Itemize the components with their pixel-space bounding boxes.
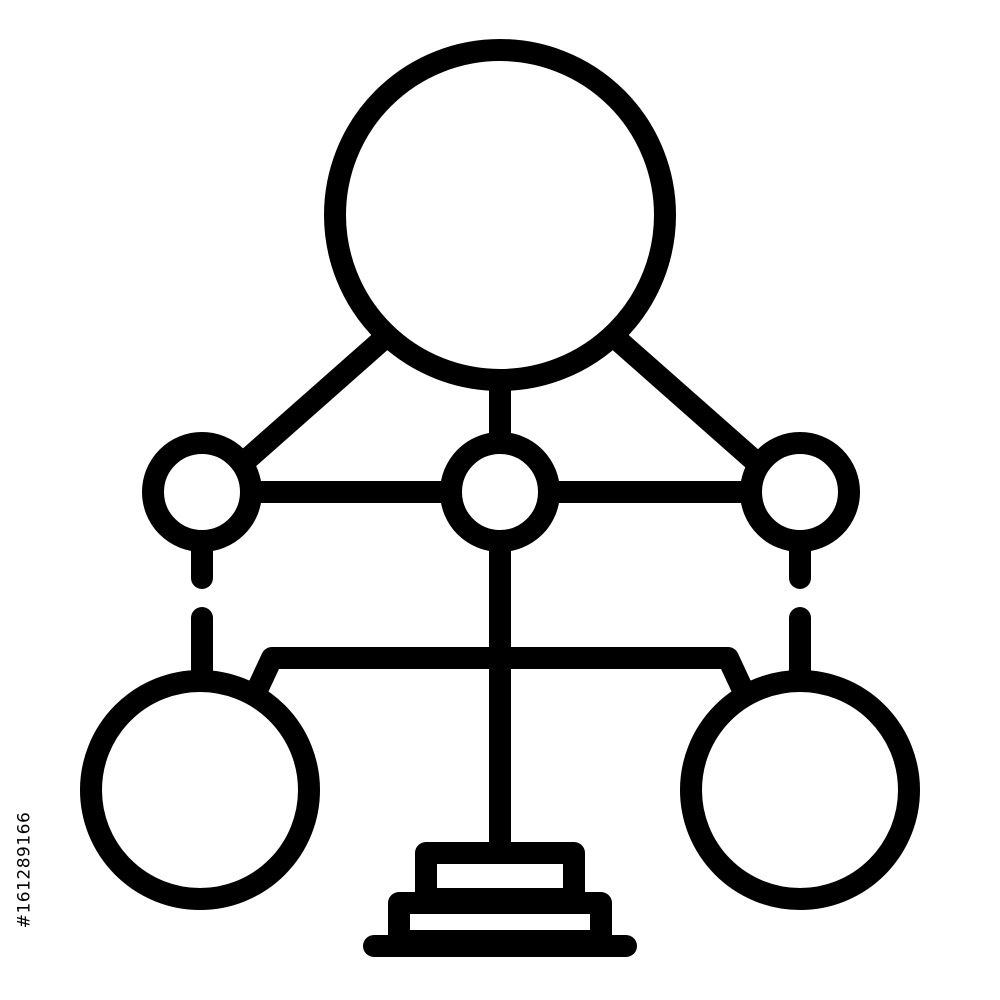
right-mid-node xyxy=(740,432,860,552)
top-node xyxy=(324,39,676,391)
center-mid-node xyxy=(440,432,560,552)
left-bottom-node xyxy=(80,670,320,910)
left-mid-node xyxy=(142,432,262,552)
stock-id-watermark: #161289166 xyxy=(4,760,44,980)
stock-id-text: #161289166 xyxy=(14,811,34,929)
connector-top-right xyxy=(609,331,768,474)
right-bottom-node xyxy=(680,670,920,910)
connector-top-left xyxy=(232,331,391,474)
scale-beam xyxy=(247,647,753,699)
